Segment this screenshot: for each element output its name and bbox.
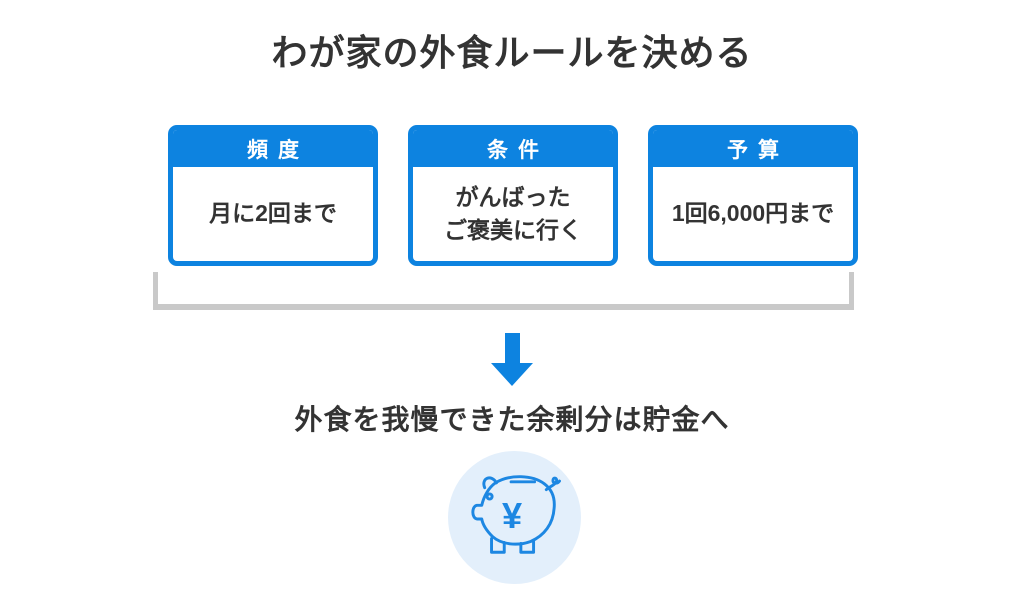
- conclusion-text: 外食を我慢できた余剰分は貯金へ: [294, 404, 730, 435]
- rule-card-condition-body: がんばった ご褒美に行く: [444, 183, 582, 243]
- pig-tail: [544, 476, 561, 491]
- pig-back-leg: [518, 539, 535, 554]
- rule-card-condition: 条件 がんばった ご褒美に行く: [408, 125, 618, 266]
- rule-card-budget: 予算 1回6,000円まで: [648, 125, 858, 266]
- rule-card-frequency: 頻度 月に2回まで: [168, 125, 378, 266]
- rule-card-condition-header: 条件: [413, 130, 613, 167]
- down-arrow-head: [491, 363, 533, 386]
- grouping-bracket: [153, 272, 854, 310]
- rules-row: 頻度 月に2回まで 条件 がんばった ご褒美に行く 予算 1回6,000円まで: [168, 125, 858, 266]
- rule-card-frequency-body: 月に2回まで: [209, 200, 337, 227]
- rule-card-budget-header: 予算: [653, 130, 853, 167]
- piggy-bank-svg: ¥: [470, 474, 561, 554]
- piggy-bank-icon: ¥: [448, 451, 581, 584]
- page-title: わが家の外食ルールを決める: [271, 32, 753, 73]
- yen-symbol: ¥: [502, 494, 522, 535]
- pig-ear-icon: [481, 475, 498, 489]
- rule-card-frequency-header: 頻度: [173, 130, 373, 167]
- down-arrow-shaft: [504, 333, 520, 363]
- pig-eye: [485, 491, 494, 500]
- rule-card-budget-body: 1回6,000円まで: [671, 200, 835, 227]
- pig-front-leg: [489, 536, 506, 554]
- down-arrow-icon: [491, 333, 533, 386]
